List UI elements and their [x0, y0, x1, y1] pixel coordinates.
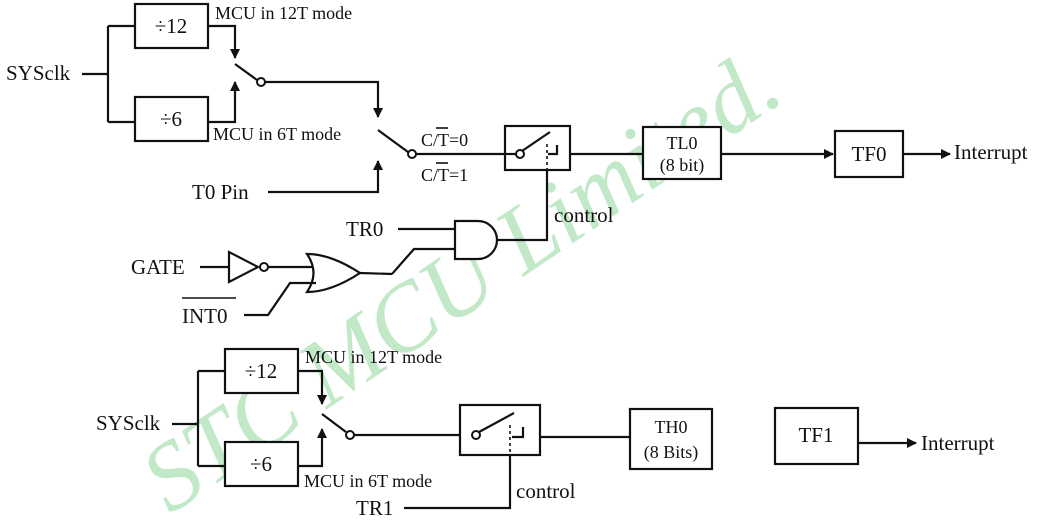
- top-control-switch-box: [503, 124, 572, 172]
- bottom-th0-name: TH0: [655, 417, 688, 437]
- top-or-gate: [304, 252, 363, 294]
- bottom-th0-bits: (8 Bits): [644, 442, 699, 463]
- top-tr0-label: TR0: [346, 217, 383, 241]
- bottom-div12-output: [298, 369, 327, 405]
- top-div6-output: [208, 81, 240, 124]
- top-ct-switch-pivot: [407, 149, 417, 159]
- top-mode-switch-blade: [234, 63, 258, 81]
- bottom-control-switch-box: [458, 403, 542, 457]
- top-ct1-label: C/T=1: [421, 165, 468, 185]
- top-mode12-label: MCU in 12T mode: [215, 3, 352, 23]
- bottom-mode-switch-pivot: [345, 430, 355, 440]
- bottom-div6-box: [223, 440, 300, 488]
- bottom-control-label: control: [516, 479, 576, 503]
- bottom-th0-box: [628, 407, 714, 471]
- bottom-mode6-label: MCU in 6T mode: [304, 471, 432, 491]
- top-or-to-and-wire: [391, 247, 455, 275]
- bottom-div12-box: [223, 347, 300, 395]
- bottom-div6-output: [298, 428, 327, 468]
- top-tl0-name: TL0: [667, 133, 698, 153]
- bottom-tr1-label: TR1: [356, 496, 393, 520]
- top-control-switch-contact: [515, 149, 525, 159]
- top-div12-output: [208, 24, 240, 59]
- bottom-control-wire: [404, 455, 512, 510]
- top-t0pin-wire: [268, 160, 383, 194]
- top-control-switch-contact-right: [548, 145, 559, 156]
- top-ct-switch-blade: [377, 129, 409, 153]
- top-tf0-box: [833, 129, 905, 179]
- top-section: SYSclk ÷12 ÷6 MCU in 12T mode MCU in 6T …: [6, 2, 1028, 328]
- top-div12-label: ÷12: [155, 14, 188, 38]
- top-int0-wire: [244, 281, 316, 317]
- bottom-control-switch-contact: [471, 430, 481, 440]
- top-control-label: control: [554, 203, 614, 227]
- bottom-tf1-box: [773, 406, 860, 466]
- top-tl0-bits: (8 bit): [660, 155, 705, 176]
- bottom-control-switch-contact-right: [512, 427, 525, 439]
- top-div6-label: ÷6: [160, 107, 182, 131]
- bottom-tf1-label: TF1: [798, 423, 833, 447]
- bottom-interrupt-label: Interrupt: [921, 431, 995, 455]
- bottom-mode-switch-blade: [321, 413, 347, 433]
- top-control-switch-blade: [521, 131, 551, 152]
- top-inverter-bubble: [259, 262, 269, 272]
- top-ct0-label: C/T=0: [421, 130, 468, 150]
- bottom-sysclk-label: SYSclk: [96, 411, 161, 435]
- top-mode-switch-output: [265, 80, 383, 118]
- top-mode6-label: MCU in 6T mode: [213, 124, 341, 144]
- top-int0-label: INT0: [182, 304, 228, 328]
- top-inverter-gate: [227, 250, 261, 284]
- bottom-div12-label: ÷12: [245, 359, 278, 383]
- top-gate-label: GATE: [131, 255, 185, 279]
- bottom-section: SYSclk ÷12 ÷6 MCU in 12T mode MCU in 6T …: [96, 347, 995, 520]
- top-control-wire: [498, 170, 549, 242]
- top-mode-switch-pivot: [256, 77, 266, 87]
- top-div6-box: [133, 95, 210, 143]
- top-sysclk-label: SYSclk: [6, 61, 71, 85]
- top-interrupt-label: Interrupt: [954, 140, 1028, 164]
- top-t0pin-label: T0 Pin: [192, 180, 249, 204]
- bottom-div6-label: ÷6: [250, 452, 272, 476]
- top-tf0-label: TF0: [851, 142, 886, 166]
- top-or-output-wire: [359, 271, 393, 276]
- top-and-gate: [453, 219, 499, 261]
- top-tl0-box: [641, 125, 723, 181]
- bottom-mode12-label: MCU in 12T mode: [305, 347, 442, 367]
- bottom-control-switch-blade: [478, 412, 515, 433]
